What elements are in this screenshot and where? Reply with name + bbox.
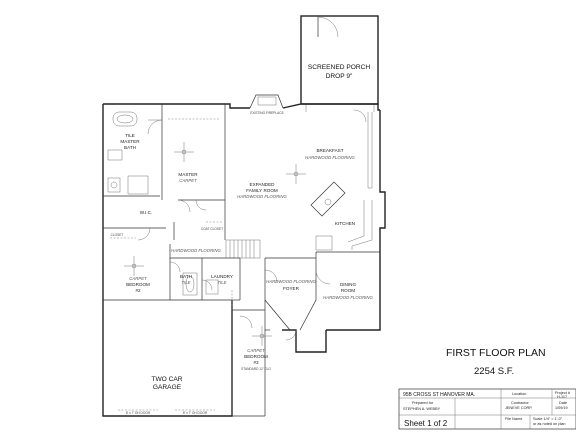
title-block-contractor-value: JENEVE CORP.	[505, 406, 532, 410]
foyer-floor: HARDWOOD FLOORING	[266, 279, 316, 284]
bath-floor: TILE	[181, 280, 190, 285]
master-bath-label: MASTER	[120, 139, 140, 144]
title-block-prepared-for-label: Prepared for	[412, 401, 434, 405]
coat-closet-label: COAT CLOSET	[201, 227, 223, 231]
kitchen-label: KITCHEN	[335, 221, 355, 226]
master-bath-label-2: BATH	[124, 145, 136, 150]
screened-porch-label: SCREENED PORCH	[308, 64, 371, 71]
plan-area: 2254 S.F.	[474, 366, 514, 377]
bedroom-2-number: #2	[135, 288, 141, 293]
garage-label-2: GARAGE	[153, 384, 182, 391]
wic-label: W.I.C.	[140, 210, 153, 215]
title-block-project-value: H-117	[557, 395, 567, 399]
breakfast-label: BREAKFAST	[316, 148, 343, 153]
laundry-floor: TILE	[217, 280, 226, 285]
bath-label: BATH	[180, 274, 192, 279]
dining-label-2: ROOM	[341, 288, 355, 293]
title-block-prepared-for-value: STEPHEN A. WEBBY	[403, 407, 441, 411]
garage-door-right-label: 8' x 7' OH DOOR	[183, 411, 208, 415]
dining-floor: HARDWOOD FLOORING	[323, 295, 373, 300]
title-block-scale: Scale 1/4" = 1'-0"	[533, 417, 563, 421]
breakfast-floor: HARDWOOD FLOORING	[305, 155, 355, 160]
garage-door-left-label: 8' x 7' OH DOOR	[126, 411, 151, 415]
bedroom-3-ceiling: STANDARD 12' CLG	[241, 367, 271, 371]
title-block-file-name-label: File Name	[505, 417, 522, 421]
staircase	[225, 239, 261, 259]
title-block-contractor-label: Contractor	[511, 401, 529, 405]
closet-label: CLOSET	[111, 233, 124, 237]
title-block-date-value: 1/09/19	[555, 406, 568, 410]
master-bath-fixtures	[107, 111, 219, 296]
bedroom-2-floor: CARPET	[129, 276, 147, 281]
plan-title-block: FIRST FLOOR PLAN 2254 S.F.	[446, 347, 546, 377]
bedroom-3-label: BEDROOM	[244, 354, 268, 359]
laundry-label: LAUNDRY	[211, 274, 233, 279]
closet-shelves	[110, 118, 233, 310]
bedroom-3-number: #3	[253, 360, 259, 365]
dining-label: DINING	[340, 282, 357, 287]
title-block-table: 95B CROSS ST HANOVER MA. Location Projec…	[398, 388, 576, 430]
family-room-label-2: FAMILY ROOM	[246, 188, 278, 193]
fireplace: EXISTING FIREPLACE	[249, 94, 284, 115]
screened-porch-drop: DROP 9"	[326, 73, 353, 80]
title-block-location-label: Location	[512, 392, 526, 396]
master-bath-tile: TILE	[125, 133, 135, 138]
plan-title: FIRST FLOOR PLAN	[446, 347, 546, 359]
room-labels: TILE MASTER BATH MASTER CARPET W.I.C. BR…	[111, 133, 374, 391]
title-block-scale-note: or as noted on plan	[533, 422, 566, 426]
doors	[137, 109, 367, 341]
family-room-floor: HARDWOOD FLOORING	[237, 194, 287, 199]
title-block-sheet: Sheet 1 of 2	[404, 419, 448, 428]
bedroom-3-floor: CARPET	[247, 348, 265, 353]
hall-floor: HARDWOOD FLOORING	[171, 248, 221, 253]
ceiling-fans	[124, 142, 306, 346]
master-label: MASTER	[178, 172, 198, 177]
title-block-date-label: Date	[559, 401, 567, 405]
garage-doors: 8' x 7' OH DOOR 8' x 7' OH DOOR	[118, 409, 215, 415]
family-room-label: EXPANDED	[250, 182, 276, 187]
screened-porch: SCREENED PORCH DROP 9"	[300, 15, 379, 112]
foyer-label: FOYER	[283, 286, 300, 291]
master-floor: CARPET	[179, 178, 197, 183]
fireplace-label: EXISTING FIREPLACE	[250, 111, 283, 115]
bedroom-2-label: BEDROOM	[126, 282, 150, 287]
title-block-address: 95B CROSS ST HANOVER MA.	[403, 392, 475, 398]
title-block-project-label: Project #	[555, 391, 571, 395]
garage-label: TWO CAR	[151, 376, 182, 383]
